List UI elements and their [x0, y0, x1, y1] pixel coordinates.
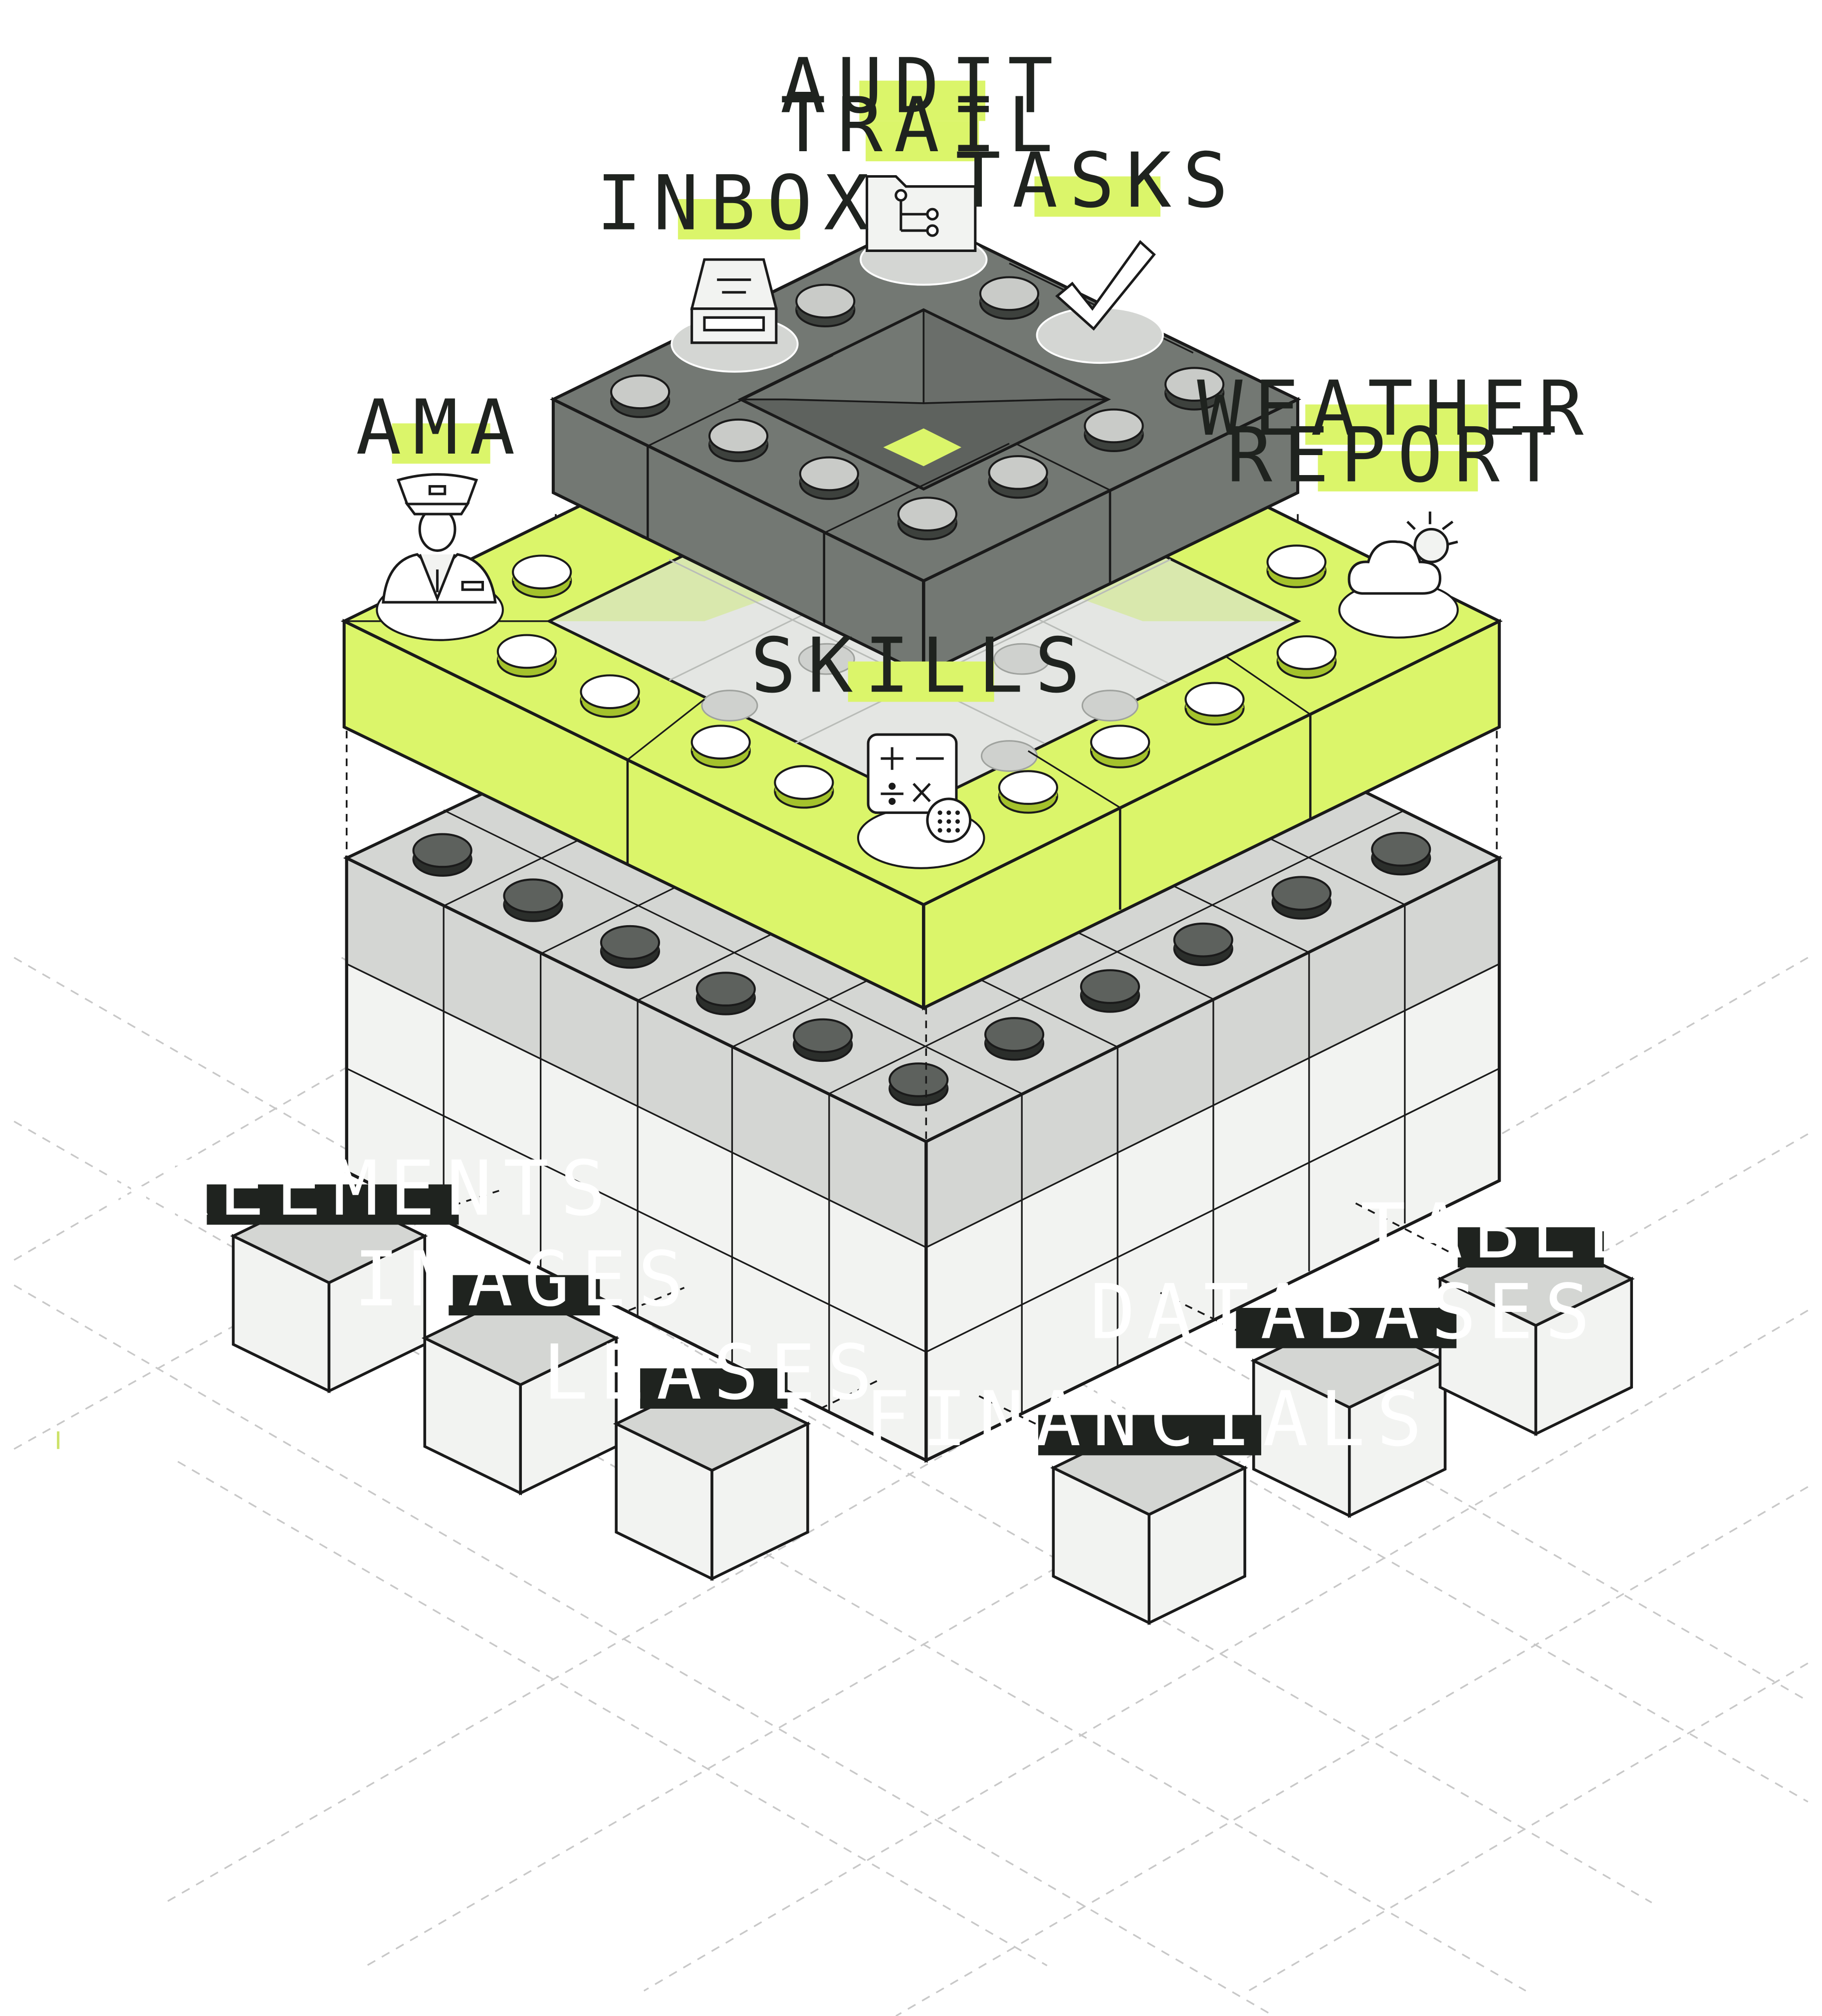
audit-trail-label-line1: AUDIT	[780, 42, 1065, 130]
cloud-sun-icon	[1348, 511, 1458, 595]
weather-report-label-line1: WEATHER	[1197, 364, 1595, 453]
pilot-agent-icon	[382, 473, 497, 604]
alignment-lines	[346, 514, 1498, 1427]
label-leases: LEASES	[543, 1328, 884, 1417]
skills-label: SKILLS	[750, 621, 1092, 710]
audit-trail-label-line2: TRAIL	[780, 81, 1065, 169]
label-skills: SKILLS	[750, 621, 1092, 710]
label-databases: DATABASES	[1090, 1268, 1601, 1356]
tasks-label: TASKS	[955, 136, 1240, 225]
label-agreements: AGREEMENTS	[48, 1144, 617, 1233]
checkmark-icon	[1055, 240, 1156, 331]
folder-tree-icon	[866, 175, 977, 252]
label-ama: AMA	[356, 383, 526, 472]
label-tables: TABLES	[1360, 1187, 1701, 1275]
label-financials: FINANCIALS	[865, 1375, 1433, 1463]
agreements-label: AGREEMENTS	[48, 1144, 617, 1233]
tables-label: TABLES	[1360, 1187, 1701, 1275]
inbox-tray-icon	[690, 258, 778, 344]
databases-label: DATABASES	[1090, 1268, 1601, 1356]
label-tasks: TASKS	[955, 136, 1240, 225]
weather-report-label-line2: REPORT	[1227, 411, 1568, 500]
label-weather-report: WEATHER REPORT	[1197, 364, 1595, 500]
financials-label: FINANCIALS	[865, 1375, 1433, 1463]
inbox-label: INBOX	[596, 159, 881, 248]
ama-label: AMA	[356, 383, 526, 472]
calculator-icon	[867, 733, 972, 843]
label-images: IMAGES	[354, 1235, 695, 1323]
cube-databases	[1250, 1312, 1448, 1518]
leases-label: LEASES	[543, 1328, 884, 1417]
label-inbox: INBOX	[596, 159, 881, 248]
images-label: IMAGES	[354, 1235, 695, 1323]
label-audit-trail: AUDIT TRAIL	[780, 42, 1065, 169]
